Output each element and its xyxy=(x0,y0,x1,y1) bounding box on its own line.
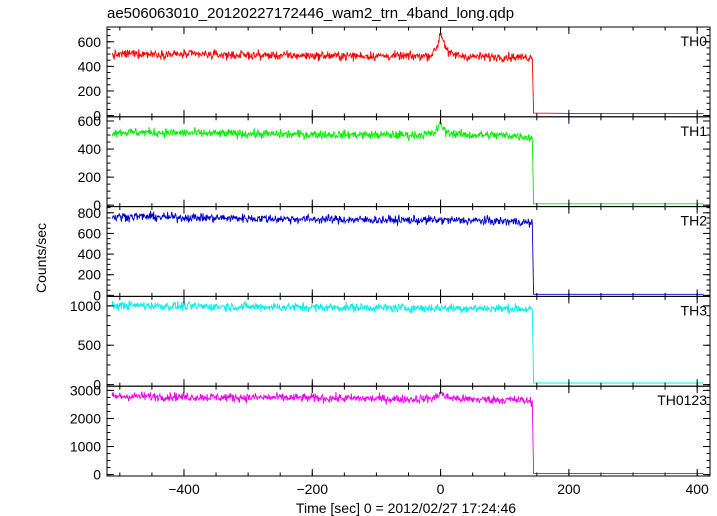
x-tick-label: −400 xyxy=(168,481,200,497)
y-tick-label: 600 xyxy=(78,225,102,241)
chart-title: ae506063010_20120227172446_wam2_trn_4ban… xyxy=(107,5,514,22)
y-tick-label: 500 xyxy=(78,337,102,353)
y-tick-label: 0 xyxy=(93,377,101,393)
series-line-th3 xyxy=(111,300,704,384)
y-tick-label: 600 xyxy=(78,113,102,129)
y-tick-label: 200 xyxy=(78,267,102,283)
x-axis-label: Time [sec] 0 = 2012/02/27 17:24:46 xyxy=(296,500,516,516)
series-name-label: TH0123 xyxy=(657,392,707,408)
series-name-label: TH2 xyxy=(681,213,708,229)
y-tick-label: 0 xyxy=(93,197,101,213)
x-tick-label: 400 xyxy=(685,481,709,497)
y-tick-label: 200 xyxy=(78,169,102,185)
y-tick-label: 400 xyxy=(78,141,102,157)
y-tick-label: 2000 xyxy=(70,410,101,426)
panel-frame xyxy=(106,26,711,118)
series-name-label: TH3 xyxy=(681,302,708,318)
panel-th0: 0 200 400 600 TH0 xyxy=(78,26,711,124)
y-tick-label: 0 xyxy=(93,467,101,483)
y-tick-label: 1000 xyxy=(70,298,101,314)
series-name-label: TH0 xyxy=(681,33,708,49)
y-tick-label: 0 xyxy=(93,108,101,124)
series-line-th0 xyxy=(111,33,704,114)
y-axis-label: Counts/sec xyxy=(33,223,49,293)
panel-frame xyxy=(106,116,711,208)
y-tick-label: 0 xyxy=(93,287,101,303)
series-line-th1 xyxy=(111,120,704,205)
y-tick-label: 600 xyxy=(78,34,102,50)
series-line-th0123 xyxy=(111,390,704,474)
y-tick-label: 800 xyxy=(78,205,102,221)
x-tick-label: −200 xyxy=(297,481,329,497)
y-tick-label: 400 xyxy=(78,58,102,74)
y-tick-label: 200 xyxy=(78,83,102,99)
x-tick-label: 0 xyxy=(437,481,445,497)
series-line-th2 xyxy=(111,210,704,295)
y-tick-label: 400 xyxy=(78,246,102,262)
y-tick-label: 1000 xyxy=(70,439,101,455)
series-name-label: TH1 xyxy=(681,123,708,139)
y-tick-label: 3000 xyxy=(70,382,101,398)
panel-th3: 0 500 1000 TH3 xyxy=(70,295,711,393)
x-tick-label: 200 xyxy=(557,481,581,497)
